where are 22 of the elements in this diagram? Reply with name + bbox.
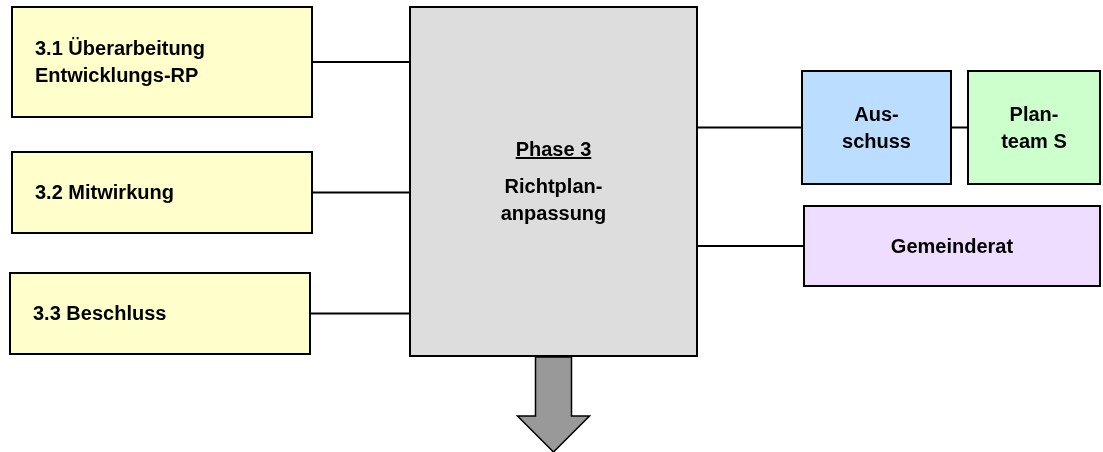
block-arrow — [515, 356, 592, 452]
phase-heading: Phase 3 — [514, 137, 593, 162]
task-box — [11, 6, 313, 118]
committee-box — [801, 70, 952, 185]
connector-line — [310, 312, 410, 315]
connector-line — [697, 245, 804, 247]
box-label: 3.3 Beschluss — [33, 301, 168, 326]
task-box — [9, 272, 311, 355]
box-label: Plan- team S — [1000, 101, 1068, 154]
connector-line — [951, 126, 968, 129]
box-label: 3.2 Mitwirkung — [35, 180, 175, 205]
task-box — [11, 151, 313, 234]
council-box — [803, 205, 1101, 287]
connector-line — [312, 191, 410, 194]
connector-line — [697, 126, 802, 129]
box-label: Gemeinderat — [889, 233, 1015, 259]
connector-line — [312, 61, 410, 63]
box-label: Aus- schuss — [841, 101, 912, 154]
box-label: 3.1 Überarbeitung Entwicklungs-RP — [35, 36, 207, 88]
phase-box — [409, 6, 698, 357]
box-label: Richtplan- anpassung — [499, 174, 608, 226]
team-box — [967, 70, 1101, 185]
